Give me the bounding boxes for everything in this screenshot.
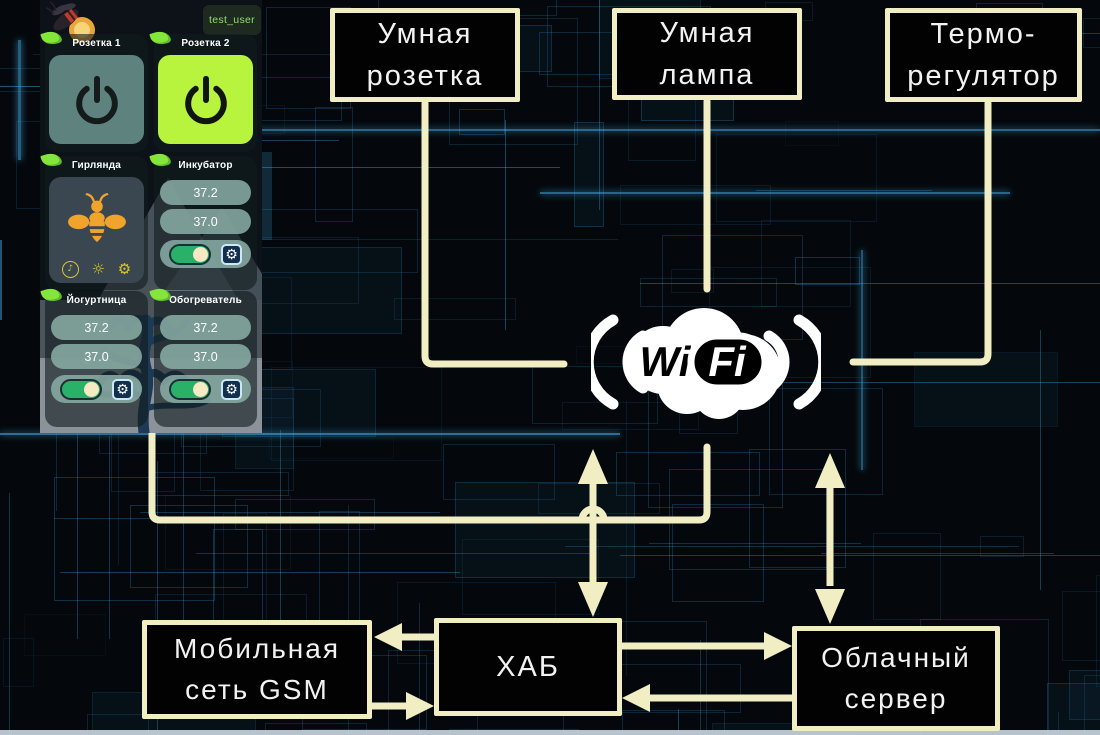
tile-heater-title: Обогреватель (169, 295, 242, 306)
node-smart-socket-label: Умная розетка (366, 17, 484, 92)
tile-incubator-title: Инкубатор (178, 160, 233, 171)
yogurt-temp-current[interactable]: 37.2 (51, 315, 142, 340)
heater-controls: ⚙ (160, 375, 251, 403)
music-mode-icon[interactable]: ♪ (61, 260, 79, 278)
node-gsm-label: Мобильная сеть GSM (173, 632, 340, 705)
heater-toggle[interactable] (169, 378, 211, 400)
socket-1-power-button[interactable] (49, 55, 144, 144)
node-cloud-label: Облачный сервер (821, 641, 971, 714)
yogurt-settings-button[interactable]: ⚙ (112, 378, 133, 400)
bee-icon (67, 193, 126, 243)
socket-2-power-button[interactable] (158, 55, 253, 144)
tile-heater: Обогреватель 37.2 37.0 ⚙ (149, 285, 257, 427)
node-hub-label: ХАБ (496, 650, 560, 683)
arrow-hub-to-gsm (374, 623, 434, 651)
wifi-text-fi: Fi (708, 338, 747, 385)
wifi-wave-right-inner (763, 330, 790, 394)
node-gsm-network: Мобильная сеть GSM (142, 620, 372, 719)
tile-garland: Гирлянда (40, 150, 148, 290)
arrow-wifi-cloud (815, 453, 845, 624)
node-hub: ХАБ (434, 618, 622, 716)
wifi-wave-right-outer (793, 314, 821, 410)
power-icon (184, 75, 227, 124)
settings-icon[interactable]: ⚙ (117, 260, 132, 278)
heater-temp-current[interactable]: 37.2 (160, 315, 251, 340)
power-icon (75, 75, 118, 124)
yogurt-toggle[interactable] (60, 378, 102, 400)
connector-smart-socket-wifi (421, 99, 568, 368)
toggle-knob (193, 246, 208, 262)
smart-home-app-panel: test_user Розетка 1 Розетка 2 (40, 0, 262, 433)
node-smart-socket: Умная розетка (330, 8, 520, 102)
node-smart-lamp: Умная лампа (612, 8, 802, 100)
arrow-hub-to-cloud (622, 632, 792, 660)
node-smart-lamp-label: Умная лампа (659, 16, 755, 91)
tile-yogurt-title: Йогуртница (66, 295, 127, 306)
line-hop (578, 505, 608, 524)
wifi-text-wi: Wi (640, 338, 692, 385)
wifi-icon: Wi Fi (591, 308, 821, 419)
wifi-wave-left-outer (591, 314, 619, 410)
incubator-toggle[interactable] (169, 243, 211, 265)
node-thermostat-label: Термо- регулятор (907, 17, 1060, 92)
user-account-button[interactable]: test_user (203, 5, 261, 35)
yogurt-controls: ⚙ (51, 375, 142, 403)
heater-settings-button[interactable]: ⚙ (221, 378, 242, 400)
connector-app-wifi (148, 428, 711, 524)
toggle-knob (193, 381, 208, 397)
incubator-temp-current[interactable]: 37.2 (160, 180, 251, 205)
tile-socket-1: Розетка 1 (40, 28, 148, 152)
garland-card[interactable]: ♪ ☼ ⚙ (49, 177, 144, 283)
heater-temp-target[interactable]: 37.0 (160, 344, 251, 369)
brightness-icon[interactable]: ☼ (91, 260, 105, 278)
bottom-light-strip (0, 730, 1100, 735)
tile-incubator: Инкубатор 37.2 37.0 ⚙ (149, 150, 257, 290)
node-cloud-server: Облачный сервер (792, 626, 1000, 731)
yogurt-temp-target[interactable]: 37.0 (51, 344, 142, 369)
toggle-knob (84, 381, 99, 397)
wifi-wave-left-inner (622, 330, 649, 394)
tile-socket-2: Розетка 2 (149, 28, 257, 152)
node-thermostat: Термо- регулятор (885, 8, 1082, 102)
incubator-settings-button[interactable]: ⚙ (221, 243, 242, 265)
arrow-wifi-hub (578, 449, 608, 617)
tile-yogurt-maker: Йогуртница 37.2 37.0 ⚙ (40, 285, 148, 427)
tile-socket-1-title: Розетка 1 (72, 38, 121, 49)
tile-garland-title: Гирлянда (71, 160, 122, 171)
incubator-controls: ⚙ (160, 240, 251, 268)
tile-socket-2-title: Розетка 2 (181, 38, 230, 49)
arrow-gsm-to-hub (372, 692, 434, 720)
connector-thermostat-wifi (849, 99, 992, 366)
arrow-cloud-to-hub (622, 684, 792, 712)
incubator-temp-target[interactable]: 37.0 (160, 209, 251, 234)
